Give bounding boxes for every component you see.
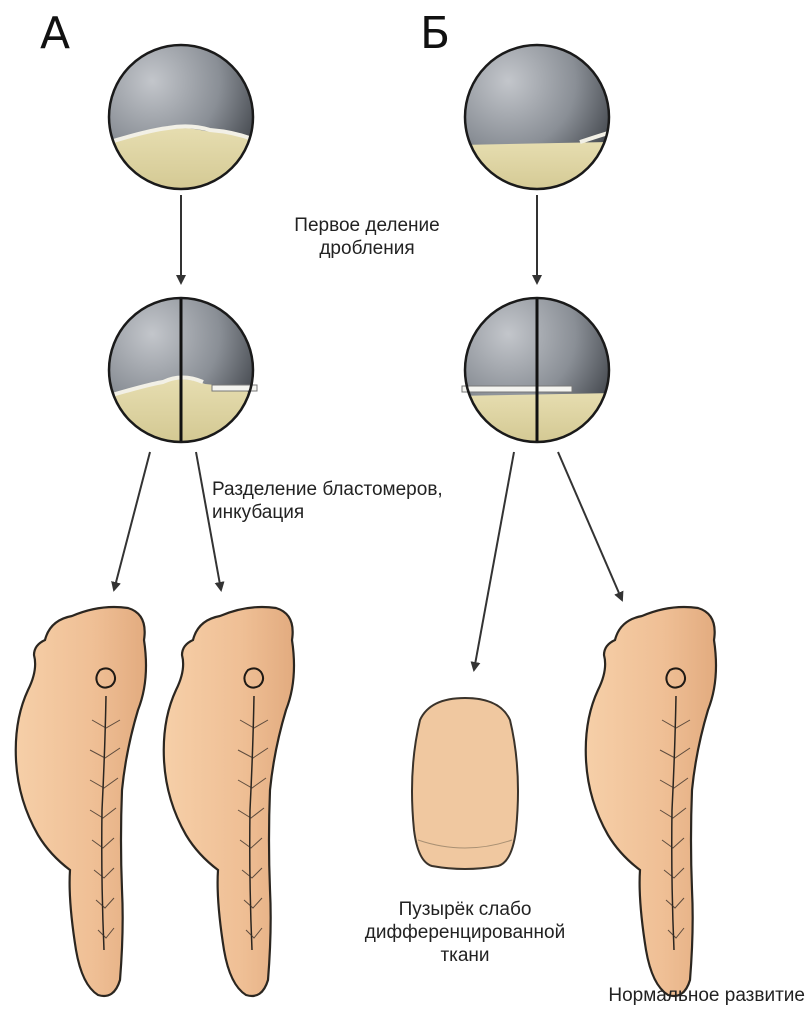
caption-vesicle: Пузырёк слабо дифференцированной ткани (350, 898, 580, 967)
egg-a-uncleaved (100, 45, 260, 200)
egg-b-two-cell (455, 298, 615, 450)
caption-normal-development: Нормальное развитие (565, 984, 805, 1007)
caption-separation-line2: инкубация (212, 501, 512, 524)
egg-b-uncleaved (455, 45, 615, 200)
embryo-a-right (164, 607, 294, 996)
embryo-b-normal (586, 607, 716, 996)
caption-first-cleavage: Первое деление дробления (262, 214, 472, 260)
panel-label-a: А (40, 8, 70, 59)
caption-separation-line1: Разделение бластомеров, (212, 478, 512, 501)
vesicle-weakly-differentiated (412, 698, 518, 869)
caption-vesicle-line1: Пузырёк слабо (350, 898, 580, 921)
caption-first-cleavage-line1: Первое деление (262, 214, 472, 237)
arrow-b-right (558, 452, 622, 600)
egg-a-two-cell (100, 298, 260, 450)
caption-vesicle-line2: дифференцированной (350, 921, 580, 944)
caption-separation: Разделение бластомеров, инкубация (212, 478, 512, 524)
arrow-a-left (114, 452, 150, 590)
caption-first-cleavage-line2: дробления (262, 237, 472, 260)
panel-label-b: Б (420, 8, 450, 59)
caption-vesicle-line3: ткани (350, 944, 580, 967)
embryo-a-left (16, 607, 146, 996)
